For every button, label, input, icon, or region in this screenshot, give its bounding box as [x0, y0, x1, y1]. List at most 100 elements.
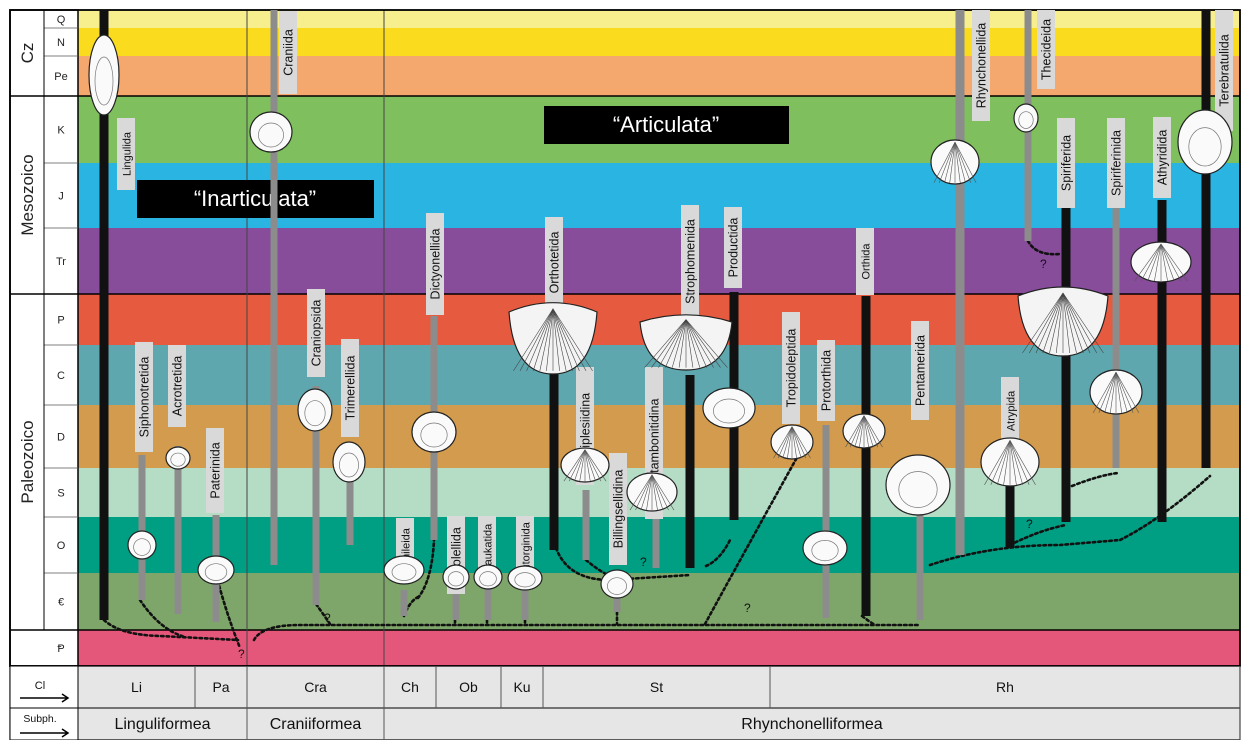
uncertainty-mark: ?	[1026, 517, 1033, 531]
clitambonitid-shell-illustration	[627, 473, 677, 511]
order-label-siphonotretida: Siphonotretida	[138, 357, 152, 438]
class-cell: Ob	[459, 679, 478, 695]
shell-outline	[333, 442, 365, 482]
order-label-craniida: Craniida	[282, 29, 296, 76]
rhynchonellid-shell-illustration	[931, 140, 979, 184]
shell-outline	[803, 531, 847, 565]
order-label-productida: Productida	[727, 218, 741, 278]
class-cell: Rh	[996, 679, 1014, 695]
order-label-craniopsida: Craniopsida	[310, 300, 324, 367]
protorthid-shell-illustration	[803, 531, 847, 565]
period-band-Q	[78, 10, 1240, 28]
range-bar-spiriferinida	[1113, 200, 1120, 468]
articulata-label: “Articulata”	[613, 112, 719, 137]
uncertainty-mark: ?	[640, 555, 647, 569]
range-bar-strophomenida	[686, 375, 695, 568]
era-label-mes: Mesozoico	[18, 154, 37, 235]
period-label-S: S	[57, 488, 64, 500]
period-label-Cm: €	[58, 597, 64, 609]
chileid-shell-illustration	[384, 556, 424, 584]
class-cell: Li	[131, 679, 142, 695]
subphylum-cell: Rhynchonelliformea	[741, 716, 883, 733]
period-label-Q: Q	[57, 14, 66, 26]
uncertainty-mark: ?	[238, 647, 245, 661]
siphonotretid-shell-illustration	[128, 531, 156, 559]
uncertainty-mark: ?	[1040, 257, 1047, 271]
acrotretid-shell-illustration	[166, 447, 190, 469]
era-label-cz: Cz	[18, 43, 37, 64]
period-label-N: N	[57, 37, 65, 49]
shell-outline	[128, 531, 156, 559]
period-label-D: D	[57, 432, 65, 444]
shell-outline	[298, 389, 332, 431]
period-band-Cm	[78, 573, 1240, 630]
period-label-K: K	[57, 125, 65, 137]
order-label-billingsellidina: Billingsellidina	[612, 470, 626, 549]
shell-outline	[1178, 110, 1232, 174]
shell-outline	[1014, 104, 1038, 132]
period-label-Pe: Pe	[54, 71, 67, 83]
order-label-lingulida: Lingulida	[122, 131, 134, 176]
subphylum-row-header: Subph.	[23, 713, 56, 725]
triplesiid-shell-illustration	[561, 448, 609, 482]
paterinid-shell-illustration	[198, 556, 234, 584]
subphylum-cell: Linguliformea	[114, 716, 210, 733]
obolellid-shell-illustration	[443, 565, 469, 589]
range-bar-craniida	[271, 10, 278, 565]
inarticulata-label: “Inarticulata”	[194, 186, 316, 211]
order-label-tropidoleptida: Tropidoleptida	[785, 329, 799, 408]
period-label-Pr: Ᵽ	[57, 643, 64, 655]
range-bar-acrotretida	[175, 446, 182, 614]
class-cell: Cra	[304, 679, 327, 695]
shell-outline	[412, 412, 456, 452]
range-bar-naukatida	[485, 585, 492, 620]
order-label-atrypida: Atrypida	[1006, 390, 1018, 431]
atrypid-shell-illustration	[981, 438, 1039, 486]
order-label-terebratulida: Terebratulida	[1218, 34, 1232, 106]
productid-shell-illustration	[703, 388, 755, 428]
tropidoleptid-shell-illustration	[771, 425, 813, 459]
billingsellid-shell-illustration	[601, 570, 633, 598]
order-label-acrotretida: Acrotretida	[171, 356, 185, 416]
order-label-dictyonellida: Dictyonellida	[429, 229, 443, 300]
range-bar-triplesiidina	[583, 490, 590, 560]
trimerellid-shell-illustration	[333, 442, 365, 482]
class-cell: St	[650, 679, 663, 695]
shell-outline	[166, 447, 190, 469]
period-label-J: J	[58, 191, 64, 203]
era-label-pal: Paleozoico	[18, 420, 37, 503]
order-label-spiriferida: Spiriferida	[1060, 135, 1074, 191]
range-bar-protorthida	[823, 425, 830, 618]
dictyonellid-shell-illustration	[412, 412, 456, 452]
naukatid-shell-illustration	[474, 565, 502, 589]
class-cell: Ch	[401, 679, 419, 695]
range-bar-trimerellida	[347, 480, 354, 545]
shell-outline	[89, 35, 119, 115]
orthid-shell-illustration	[843, 414, 885, 448]
order-label-pentamerida: Pentamerida	[914, 335, 928, 406]
craniopsid-shell-illustration	[298, 389, 332, 431]
period-label-C: C	[57, 370, 65, 382]
shell-outline	[886, 455, 950, 515]
shell-outline	[703, 388, 755, 428]
order-label-paterinida: Paterinida	[209, 442, 223, 498]
range-bar-terebratulida	[1202, 10, 1211, 468]
range-bar-pentamerida	[917, 500, 924, 620]
period-label-P: P	[57, 315, 64, 327]
footer-header-column	[10, 666, 78, 740]
subphylum-cell: Craniiformea	[270, 716, 362, 733]
class-cell: Pa	[212, 679, 229, 695]
kutorginid-shell-illustration	[508, 566, 542, 590]
order-label-trimerellida: Trimerellida	[344, 356, 358, 421]
order-label-orthida: Orthida	[861, 243, 873, 280]
order-label-protorthida: Protorthida	[820, 350, 834, 411]
order-label-thecideida: Thecideida	[1040, 19, 1054, 80]
period-label-O: O	[57, 540, 66, 552]
order-label-orthotetida: Orthotetida	[548, 232, 562, 294]
lingula-shell-illustration	[89, 35, 119, 115]
spiriferinid-shell-illustration	[1090, 370, 1142, 414]
period-band-Pr	[78, 630, 1240, 666]
shell-outline	[198, 556, 234, 584]
uncertainty-mark: ?	[324, 611, 331, 625]
athyridid-shell-illustration	[1131, 242, 1191, 282]
